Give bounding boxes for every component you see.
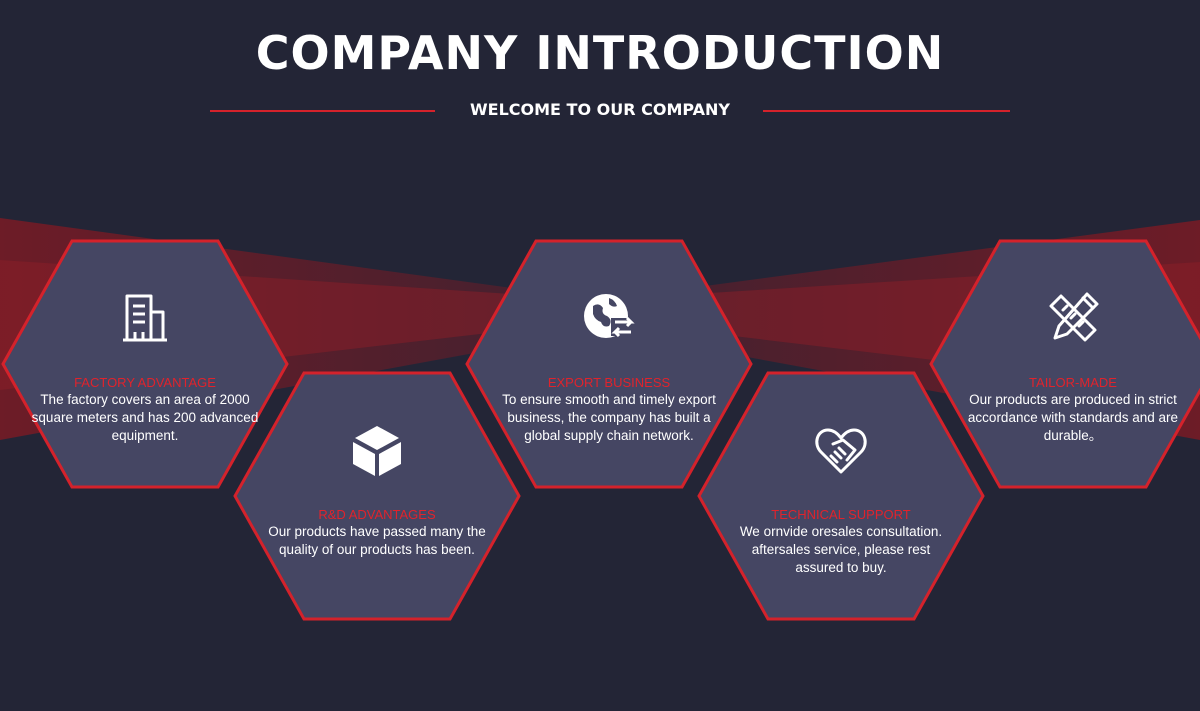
page-title: COMPANY INTRODUCTION [255, 26, 945, 80]
feature-card-factory-advantage: FACTORY ADVANTAGE The factory covers an … [0, 238, 290, 490]
hexagon-shape [1, 239, 289, 489]
feature-text: TECHNICAL SUPPORT We ornvide oresales co… [726, 506, 956, 577]
cube-icon [347, 420, 407, 480]
feature-title: EXPORT BUSINESS [547, 375, 671, 390]
feature-description: Our products have passed many the qualit… [268, 524, 486, 557]
hexagon-shape [697, 371, 985, 621]
feature-text: EXPORT BUSINESS To ensure smooth and tim… [494, 374, 724, 445]
feature-title: TAILOR-MADE [1029, 375, 1117, 390]
hexagon-shape [465, 239, 753, 489]
feature-title: TECHNICAL SUPPORT [771, 507, 911, 522]
feature-title: FACTORY ADVANTAGE [74, 375, 216, 390]
page-subtitle: WELCOME TO OUR COMPANY [470, 100, 730, 119]
right-divider [763, 110, 1010, 112]
feature-title: R&D ADVANTAGES [318, 507, 436, 522]
feature-card-technical-support: TECHNICAL SUPPORT We ornvide oresales co… [696, 370, 986, 622]
pencil-ruler-icon [1043, 288, 1103, 348]
feature-card-rd-advantages: R&D ADVANTAGES Our products have passed … [232, 370, 522, 622]
hexagon-shape [929, 239, 1200, 489]
feature-text: R&D ADVANTAGES Our products have passed … [262, 506, 492, 559]
globe-exchange-icon [579, 288, 639, 348]
feature-description: To ensure smooth and timely export busin… [502, 392, 716, 443]
hexagon-shape [233, 371, 521, 621]
left-divider [210, 110, 435, 112]
feature-card-export-business: EXPORT BUSINESS To ensure smooth and tim… [464, 238, 754, 490]
feature-text: TAILOR-MADE Our products are produced in… [958, 374, 1188, 445]
feature-text: FACTORY ADVANTAGE The factory covers an … [30, 374, 260, 445]
feature-description: The factory covers an area of 2000 squar… [31, 392, 259, 443]
building-icon [115, 288, 175, 348]
subtitle-row: WELCOME TO OUR COMPANY [0, 98, 1200, 124]
feature-card-tailor-made: TAILOR-MADE Our products are produced in… [928, 238, 1200, 490]
feature-description: Our products are produced in strict acco… [967, 392, 1179, 443]
handshake-heart-icon [811, 420, 871, 480]
feature-description: We ornvide oresales consultation. afters… [739, 524, 943, 575]
